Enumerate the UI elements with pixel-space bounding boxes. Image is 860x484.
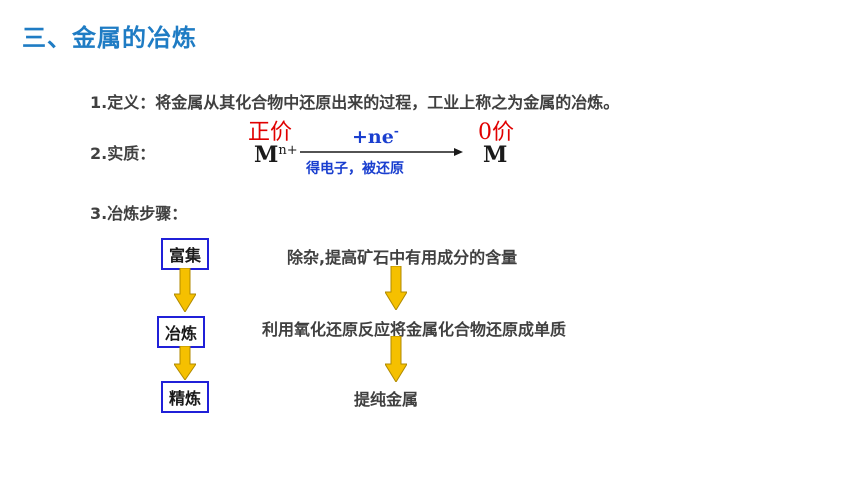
- steps-label: 3.冶炼步骤：: [90, 204, 188, 223]
- right-arrow-icon: [300, 148, 463, 156]
- down-arrow-icon: [385, 336, 407, 382]
- down-arrow-icon: [385, 266, 407, 310]
- down-arrow-icon: [174, 346, 196, 380]
- arrow-top-label: +ne-: [352, 124, 399, 148]
- step-box-smelting: 冶炼: [157, 316, 206, 348]
- right-symbol: M: [483, 142, 508, 168]
- step-description-refining: 提纯金属: [354, 390, 419, 409]
- left-symbol-superscript: n+: [278, 143, 298, 158]
- left-symbol-letter: M: [254, 142, 279, 168]
- right-valence: 0价: [478, 120, 514, 145]
- left-symbol: Mn+: [254, 142, 298, 168]
- page-title: 三、金属的冶炼: [22, 24, 197, 52]
- left-valence: 正价: [248, 120, 293, 145]
- essence-label: 2.实质：: [90, 144, 156, 163]
- step-box-enrichment: 富集: [161, 238, 210, 270]
- definition-text: 1.定义：将金属从其化合物中还原出来的过程，工业上称之为金属的冶炼。: [90, 93, 620, 112]
- step-description-smelting: 利用氧化还原反应将金属化合物还原成单质: [262, 320, 567, 339]
- arrow-bottom-label: 得电子，被还原: [306, 161, 404, 177]
- step-box-refining: 精炼: [161, 381, 210, 413]
- down-arrow-icon: [174, 268, 196, 312]
- arrow-top-text: +ne: [352, 126, 394, 148]
- step-description-enrichment: 除杂,提高矿石中有用成分的含量: [287, 248, 518, 267]
- arrow-top-superscript: -: [393, 124, 399, 138]
